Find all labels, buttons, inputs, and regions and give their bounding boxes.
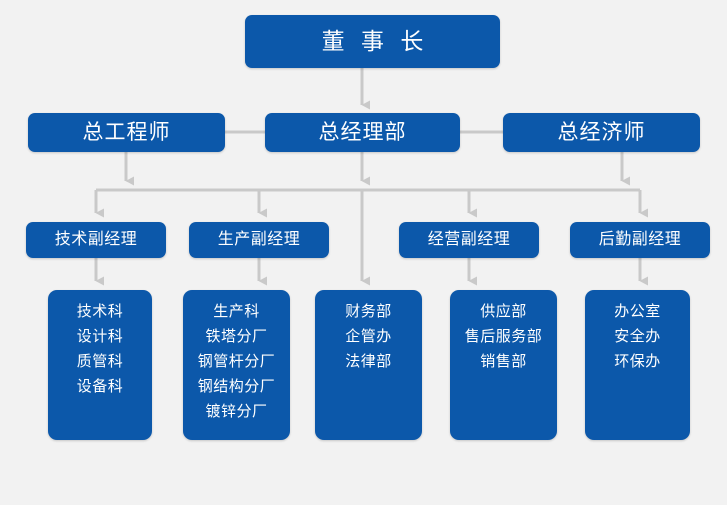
node-chief-engineer[interactable]: 总工程师 [28, 113, 225, 152]
node-deputy-manager-operations-label: 经营副经理 [427, 231, 511, 248]
node-deputy-manager-logistics-label: 后勤副经理 [598, 231, 682, 248]
list-item: 技术科 [76, 303, 124, 320]
list-item: 企管办 [345, 328, 392, 345]
list-item: 法律部 [345, 353, 392, 370]
node-chairman-label: 董 事 长 [321, 28, 429, 54]
node-deputy-manager-technology-label: 技术副经理 [54, 231, 138, 248]
list-item: 售后服务部 [464, 328, 543, 345]
list-item: 镀锌分厂 [205, 403, 268, 420]
list-item: 铁塔分厂 [205, 328, 268, 345]
list-item: 钢结构分厂 [197, 378, 276, 395]
list-item: 设备科 [76, 378, 124, 395]
panel-supply[interactable]: 供应部 售后服务部 销售部 [450, 290, 557, 440]
list-item: 财务部 [345, 303, 392, 320]
node-chief-economist-label: 总经济师 [557, 121, 646, 144]
panel-office[interactable]: 办公室 安全办 环保办 [585, 290, 690, 440]
node-chief-engineer-label: 总工程师 [82, 121, 171, 144]
panel-production[interactable]: 生产科 铁塔分厂 钢管杆分厂 钢结构分厂 镀锌分厂 [183, 290, 290, 440]
list-item: 设计科 [76, 328, 124, 345]
node-deputy-manager-production-label: 生产副经理 [217, 231, 301, 248]
list-item: 供应部 [480, 303, 527, 320]
panel-finance[interactable]: 财务部 企管办 法律部 [315, 290, 422, 440]
list-item: 质管科 [76, 353, 124, 370]
list-item: 钢管杆分厂 [197, 353, 276, 370]
list-item: 生产科 [213, 303, 260, 320]
list-item: 办公室 [614, 303, 661, 320]
node-general-manager-dept-label: 总经理部 [318, 121, 407, 144]
node-deputy-manager-technology[interactable]: 技术副经理 [26, 222, 166, 258]
node-deputy-manager-logistics[interactable]: 后勤副经理 [570, 222, 710, 258]
node-general-manager-dept[interactable]: 总经理部 [265, 113, 460, 152]
panel-technology[interactable]: 技术科 设计科 质管科 设备科 [48, 290, 152, 440]
node-deputy-manager-operations[interactable]: 经营副经理 [399, 222, 539, 258]
list-item: 环保办 [614, 353, 661, 370]
node-chief-economist[interactable]: 总经济师 [503, 113, 700, 152]
node-chairman[interactable]: 董 事 长 [245, 15, 500, 68]
list-item: 安全办 [614, 328, 661, 345]
list-item: 销售部 [480, 353, 527, 370]
node-deputy-manager-production[interactable]: 生产副经理 [189, 222, 329, 258]
